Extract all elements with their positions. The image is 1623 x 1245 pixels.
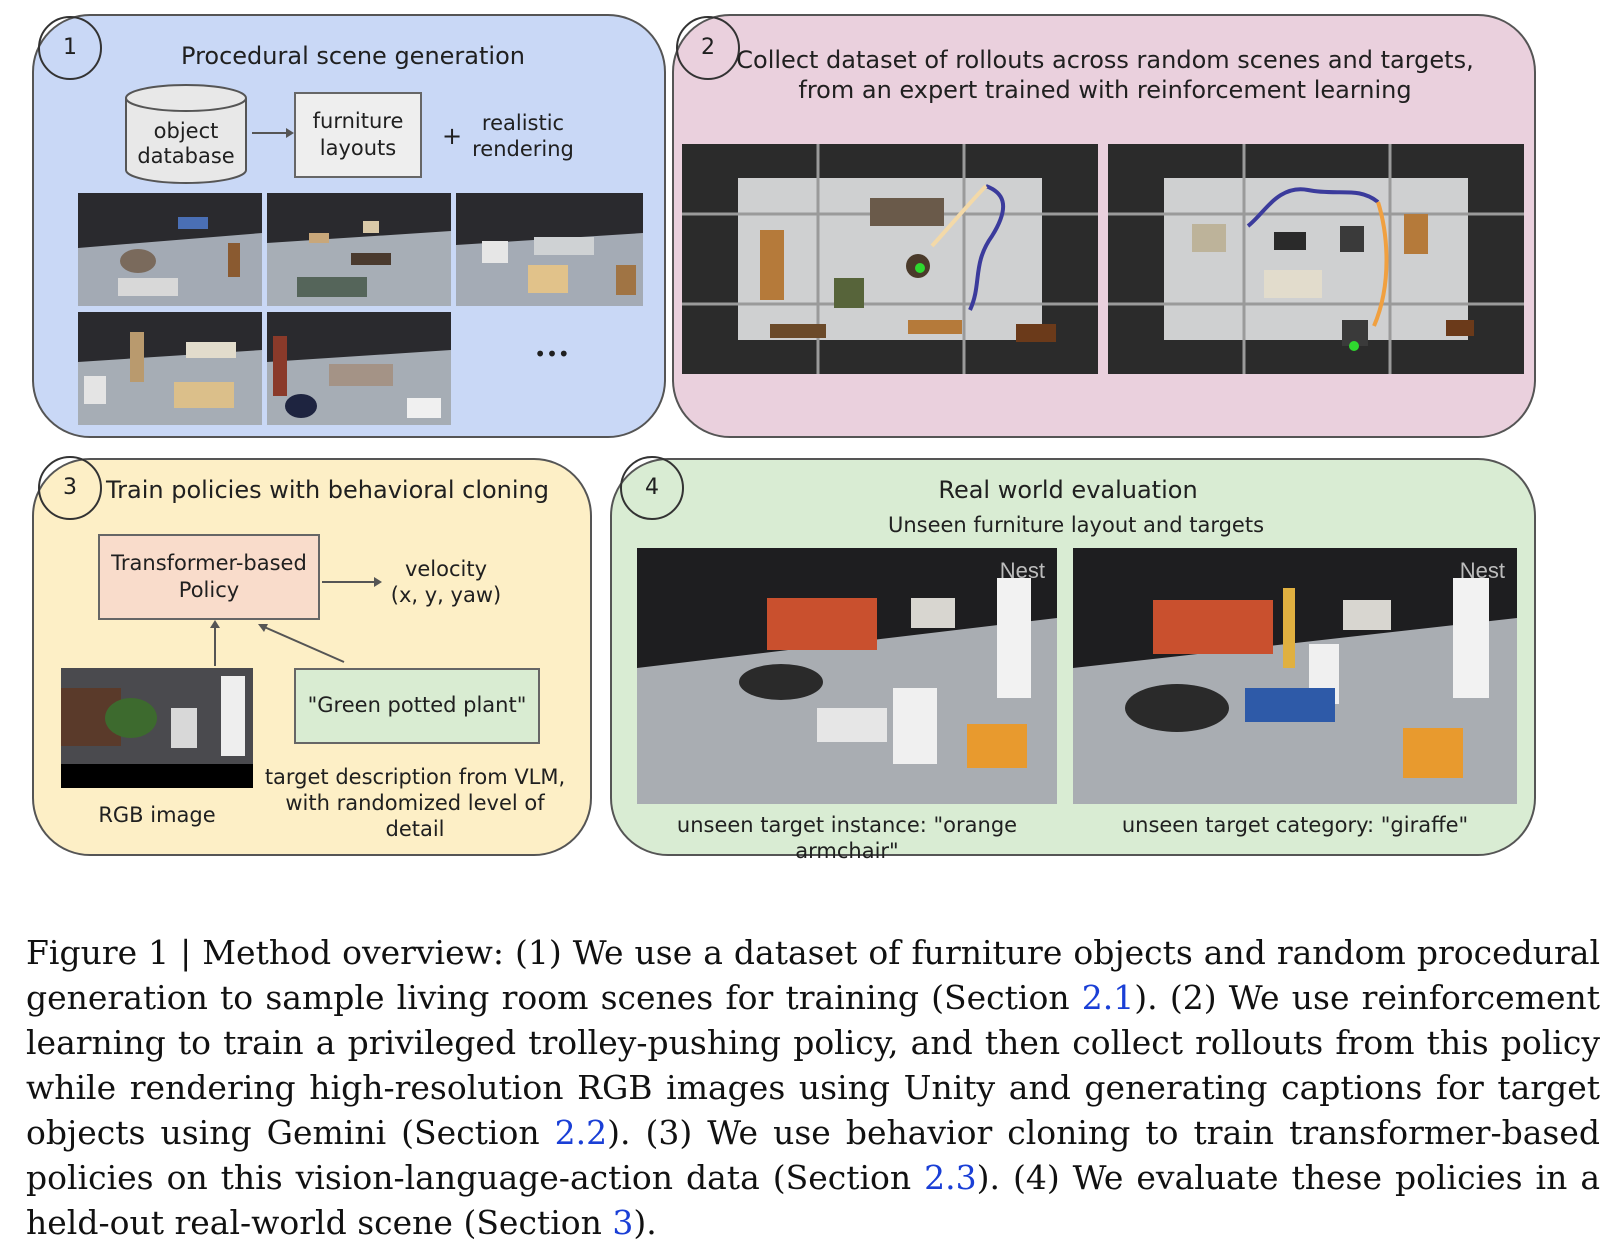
rendering-label-line1: realistic: [481, 111, 565, 135]
scene-render-4: [78, 312, 262, 425]
real-world-photo-left: Nest: [637, 548, 1057, 804]
rollout-topdown-2: [1108, 144, 1524, 374]
arrow-icon: [322, 577, 382, 587]
caption-suffix: ).: [633, 1203, 657, 1242]
step-number-3: 3: [38, 456, 102, 520]
section-link[interactable]: 2.2: [554, 1113, 608, 1152]
more-ellipsis: •••: [534, 342, 570, 366]
database-label-line1: object: [153, 119, 219, 143]
rendering-label-line2: rendering: [472, 137, 574, 161]
arrow-icon: [210, 620, 220, 666]
panel4-title: Real world evaluation: [938, 476, 1198, 504]
target-desc-line1: target description from VLM,: [264, 765, 566, 789]
step-number-2: 2: [676, 16, 740, 80]
transformer-policy-box: Transformer-based Policy: [98, 534, 320, 620]
panel2-title-line1: Collect dataset of rollouts across rando…: [736, 46, 1474, 74]
panel4-subtitle: Unseen furniture layout and targets: [887, 513, 1265, 537]
rgb-image-thumbnail: [61, 668, 253, 788]
panel2-title-line2: from an expert trained with reinforcemen…: [798, 76, 1412, 104]
arrow-icon: [258, 624, 345, 663]
caption-prefix: Figure 1 | Method overview: (1) We use a…: [26, 933, 1600, 1017]
section-link[interactable]: 2.3: [924, 1158, 977, 1197]
photo-left-caption: unseen target instance: "orange armchair…: [676, 813, 1018, 864]
scene-render-1: [78, 193, 262, 306]
database-icon: [125, 84, 247, 184]
layouts-label-line1: furniture: [312, 108, 404, 133]
watermark-text: Nest: [999, 558, 1045, 583]
velocity-label-line1: velocity: [404, 557, 488, 581]
scene-render-3: [456, 193, 643, 306]
policy-label-line2: Policy: [178, 578, 240, 602]
rollout-topdown-1: [682, 144, 1098, 374]
scene-render-5: [267, 312, 451, 425]
real-world-photo-right: Nest: [1073, 548, 1517, 804]
velocity-label-line2: (x, y, yaw): [390, 583, 502, 607]
section-link[interactable]: 3: [612, 1203, 634, 1242]
policy-label-line1: Transformer-based: [111, 550, 307, 575]
watermark-text: Nest: [1459, 558, 1505, 583]
step-number-1: 1: [38, 16, 102, 80]
caption-part3: ). (3) We use behavior cloning to train …: [26, 1113, 1600, 1197]
target-desc-line2: with randomized level of detail: [285, 791, 545, 842]
target-prompt-text: "Green potted plant": [307, 693, 527, 718]
target-prompt-box: "Green potted plant": [294, 668, 540, 744]
figure-caption: Figure 1 | Method overview: (1) We use a…: [26, 930, 1600, 1245]
panel3-title: Train policies with behavioral cloning: [106, 476, 549, 504]
caption-part2: ). (2) We use reinforcement learning to …: [26, 978, 1600, 1152]
scene-render-2: [267, 193, 451, 306]
database-label-line2: database: [137, 144, 235, 168]
section-link[interactable]: 2.1: [1081, 978, 1135, 1017]
rgb-image-label: RGB image: [98, 803, 216, 827]
layouts-label-line2: layouts: [319, 136, 397, 160]
panel-behavioral-cloning: [32, 458, 592, 856]
arrow-icon: [252, 128, 294, 138]
plus-sign: +: [441, 122, 463, 150]
panel1-title: Procedural scene generation: [181, 42, 525, 70]
furniture-layouts-box: furniture layouts: [294, 92, 422, 178]
photo-right-caption: unseen target category: "giraffe": [1121, 813, 1469, 837]
step-number-4: 4: [620, 456, 684, 520]
